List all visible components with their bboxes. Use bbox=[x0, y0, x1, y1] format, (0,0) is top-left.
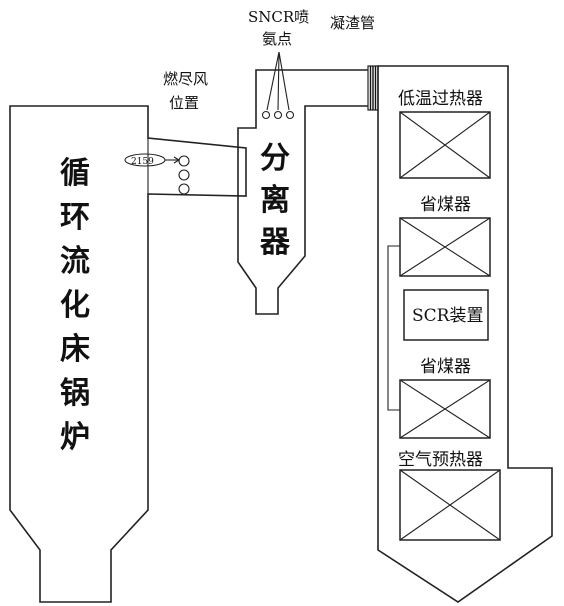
boiler-outline bbox=[9, 105, 247, 603]
boiler-char-5: 床 bbox=[60, 332, 90, 367]
boiler-char-1: 循 bbox=[60, 156, 90, 191]
scr-device-box: SCR装置 bbox=[403, 289, 489, 341]
economizer-upper-label: 省煤器 bbox=[420, 195, 471, 215]
separator-label: 分 离 器 bbox=[259, 141, 291, 260]
slag-tube-label: 凝渣管 bbox=[330, 14, 375, 32]
nozzle-text: 2159 bbox=[131, 157, 154, 167]
burnout-air-label-2: 位置 bbox=[169, 94, 199, 112]
boiler-char-6: 锅 bbox=[60, 376, 90, 411]
air-port-2 bbox=[178, 169, 190, 181]
economizer-lower-box bbox=[399, 379, 491, 439]
air-preheater-label: 空气预热器 bbox=[398, 450, 483, 470]
separator-outline bbox=[237, 69, 371, 315]
air-preheater-box bbox=[399, 469, 501, 541]
economizer-bypass-line bbox=[387, 245, 400, 411]
separator-char-1: 分 bbox=[260, 141, 290, 176]
backpass-outline bbox=[377, 65, 553, 603]
boiler-char-2: 环 bbox=[60, 200, 90, 235]
sncr-nozzle-3 bbox=[285, 110, 295, 120]
boiler-char-4: 化 bbox=[60, 288, 90, 323]
sncr-injection-points bbox=[261, 51, 295, 120]
sncr-label-1: SNCR喷 bbox=[248, 8, 309, 26]
air-port-3 bbox=[178, 183, 190, 195]
economizer-lower-label: 省煤器 bbox=[420, 357, 471, 377]
scr-label: SCR装置 bbox=[412, 306, 483, 326]
burnout-air-ports bbox=[178, 155, 190, 195]
burnout-air-label-1: 燃尽风 bbox=[163, 70, 208, 88]
separator-char-3: 器 bbox=[259, 225, 291, 260]
separator-char-2: 离 bbox=[260, 183, 290, 218]
low-temp-superheater-label: 低温过热器 bbox=[398, 89, 483, 109]
air-port-1 bbox=[178, 155, 190, 167]
boiler-char-7: 炉 bbox=[60, 420, 90, 455]
boiler-label: 循 环 流 化 床 锅 炉 bbox=[60, 156, 90, 455]
sncr-label-2: 氨点 bbox=[262, 30, 292, 48]
boiler-char-3: 流 bbox=[60, 244, 90, 279]
economizer-upper-box bbox=[399, 217, 491, 277]
low-temp-superheater-box bbox=[399, 111, 491, 179]
sncr-nozzle-2 bbox=[273, 110, 283, 120]
air-nozzle-marker: 2159 bbox=[124, 153, 181, 167]
sncr-nozzle-1 bbox=[261, 110, 271, 120]
slag-tube bbox=[367, 65, 379, 111]
